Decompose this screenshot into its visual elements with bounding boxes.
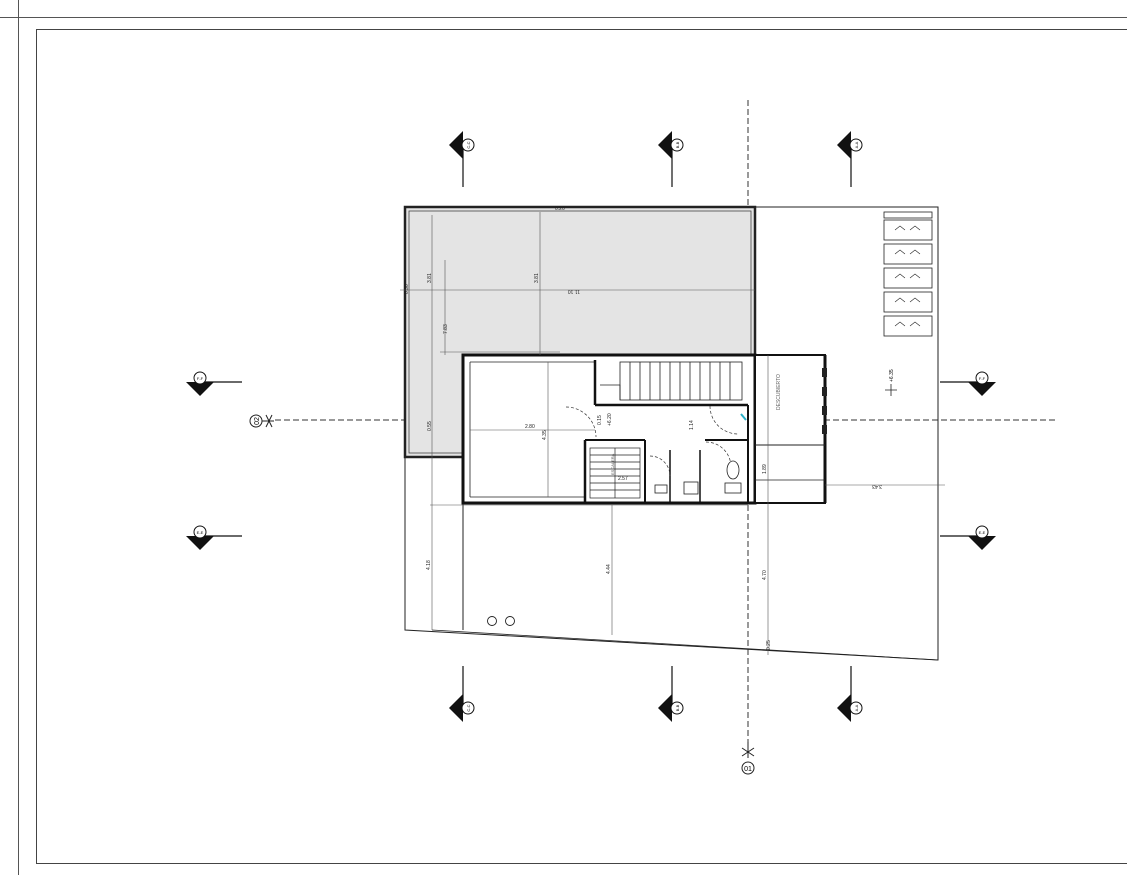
section-marker-left-1: F-F: [186, 371, 242, 396]
svg-text:A-A: A-A: [854, 704, 859, 711]
accent-marker: [740, 413, 747, 421]
section-marker-bottom-1: C-C: [449, 666, 475, 722]
dimension-texts: 11.10 3.81 3.81 7.83 0.55 2.80 4.35 2.57…: [404, 206, 882, 650]
svg-text:B-B: B-B: [675, 141, 680, 148]
door-swings: [565, 405, 739, 477]
axis-label-vertical: 01: [744, 766, 752, 773]
axis-label-horizontal: 02: [254, 417, 261, 425]
section-marker-top-3: A-A: [837, 131, 863, 187]
left-panel-divider: [18, 0, 19, 875]
right-area-marks: [822, 368, 827, 434]
svg-text:11.10: 11.10: [568, 288, 580, 294]
svg-text:F-F: F-F: [979, 376, 986, 381]
svg-text:+6.35: +6.35: [889, 369, 895, 382]
svg-text:0.15: 0.15: [597, 415, 603, 425]
section-marker-left-2: E-E: [186, 525, 242, 550]
section-marker-bottom-3: A-A: [837, 666, 863, 722]
stair-block: [589, 447, 641, 499]
axis-marker-horizontal: 02: [249, 414, 274, 428]
section-marker-top-1: C-C: [449, 131, 475, 187]
svg-text:3.81: 3.81: [534, 273, 540, 283]
svg-text:4.44: 4.44: [606, 564, 612, 574]
svg-text:1.14: 1.14: [689, 420, 695, 430]
section-marker-bottom-2: B-B: [658, 666, 684, 722]
staircase: [600, 361, 743, 401]
svg-text:4.35: 4.35: [542, 430, 548, 440]
svg-text:2.80: 2.80: [525, 424, 535, 430]
svg-text:3.81: 3.81: [427, 273, 433, 283]
svg-text:A-A: A-A: [854, 141, 859, 148]
level-marker-right: +6.35: [885, 369, 897, 396]
svg-text:7.83: 7.83: [443, 324, 449, 334]
svg-text:B-B: B-B: [675, 704, 680, 711]
section-marker-right-1: F-F: [940, 371, 996, 396]
svg-text:4.18: 4.18: [426, 560, 432, 570]
svg-text:2.57: 2.57: [618, 476, 628, 482]
svg-text:+6.20: +6.20: [607, 413, 613, 426]
svg-text:0.55: 0.55: [427, 421, 433, 431]
svg-text:C-C: C-C: [466, 704, 471, 711]
svg-text:0.25: 0.25: [766, 640, 772, 650]
svg-text:3.43: 3.43: [872, 483, 882, 489]
section-marker-right-2: E-E: [940, 525, 996, 550]
svg-text:4.70: 4.70: [762, 570, 768, 580]
section-marker-top-2: B-B: [658, 131, 684, 187]
bath-fixtures: [654, 460, 742, 495]
yard-circles: [487, 616, 515, 626]
svg-text:0.30: 0.30: [404, 284, 410, 294]
svg-text:E-E: E-E: [197, 530, 204, 535]
svg-text:E-E: E-E: [979, 530, 986, 535]
house-walls: [461, 353, 827, 505]
axis-marker-vertical: 01: [741, 742, 755, 775]
top-toolbar-strip: [0, 0, 1127, 18]
svg-text:1.89: 1.89: [762, 464, 768, 474]
svg-text:F-F: F-F: [197, 376, 204, 381]
stair-label: ESCALERA: [610, 453, 615, 475]
void-label: DESCUBIERTO: [776, 374, 782, 410]
parking-stalls: [883, 211, 933, 337]
svg-text:C-C: C-C: [466, 141, 471, 148]
svg-text:0.20: 0.20: [555, 206, 565, 212]
dimension-lines: [400, 212, 945, 655]
